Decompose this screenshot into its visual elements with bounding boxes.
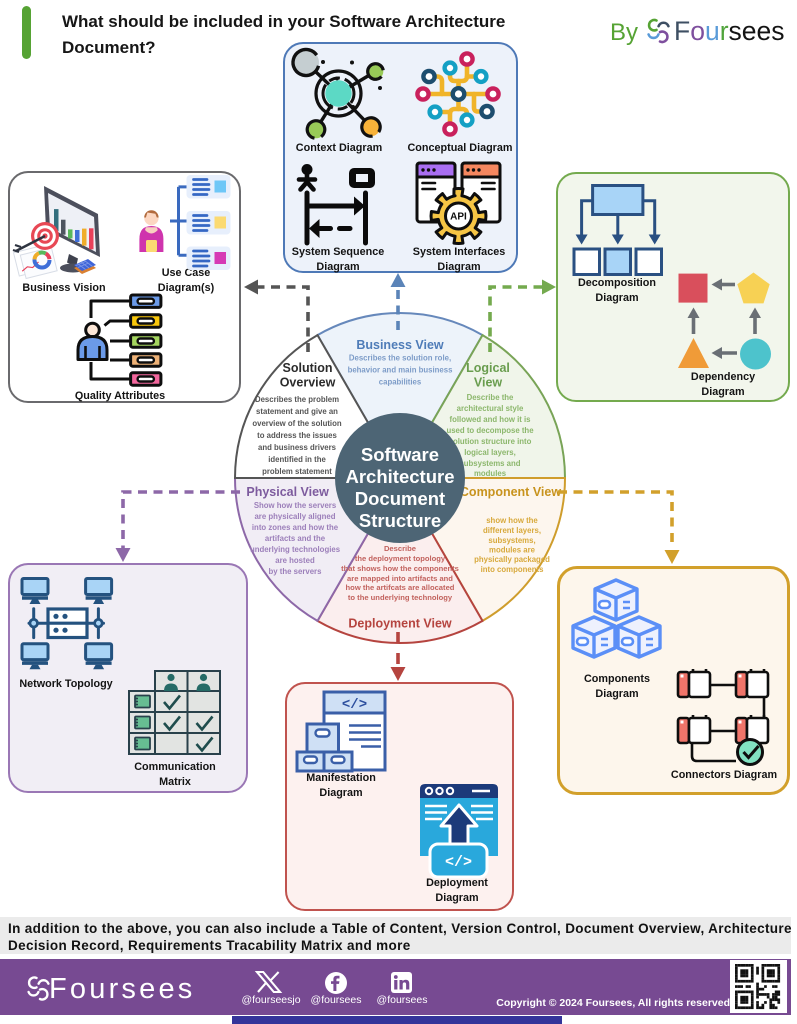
svg-text:subsystems and: subsystems and xyxy=(459,459,520,468)
svg-text:are physically aligned: are physically aligned xyxy=(254,512,335,521)
svg-text:and business drivers: and business drivers xyxy=(258,443,337,452)
svg-text:Solution: Solution xyxy=(283,361,333,375)
svg-text:by the servers: by the servers xyxy=(269,567,323,576)
svg-text:different layers,: different layers, xyxy=(483,526,541,535)
svg-text:</>: </> xyxy=(445,854,472,871)
svg-text:architectural style: architectural style xyxy=(457,404,524,413)
svg-text:problem statement: problem statement xyxy=(262,467,332,476)
svg-text:show how the: show how the xyxy=(486,516,538,525)
svg-text:to the underlying technology: to the underlying technology xyxy=(348,593,453,602)
svg-text:underlying technologies: underlying technologies xyxy=(250,545,341,554)
svg-text:used to decompose the: used to decompose the xyxy=(446,426,534,435)
svg-text:Show how the servers: Show how the servers xyxy=(254,501,337,510)
svg-text:artifacts and the: artifacts and the xyxy=(265,534,326,543)
svg-text:logical layers,: logical layers, xyxy=(464,448,516,457)
svg-text:to address the issues: to address the issues xyxy=(257,431,337,440)
svg-text:identified in the: identified in the xyxy=(268,455,326,464)
svg-text:Component View: Component View xyxy=(460,485,561,499)
svg-text:Describes the solution role,: Describes the solution role, xyxy=(349,354,451,363)
svg-text:that shows how the components: that shows how the components xyxy=(341,564,459,573)
svg-text:Deployment View: Deployment View xyxy=(348,617,452,631)
svg-text:overview of the solution: overview of the solution xyxy=(252,419,341,428)
svg-text:subsystems,: subsystems, xyxy=(488,536,535,545)
svg-text:Document: Document xyxy=(355,488,445,509)
svg-text:solution structure into: solution structure into xyxy=(449,437,532,446)
svg-text:Logical: Logical xyxy=(466,361,510,375)
svg-text:followed and how it is: followed and how it is xyxy=(450,415,532,424)
svg-text:Overview: Overview xyxy=(280,376,336,390)
svg-text:the deployment topology: the deployment topology xyxy=(355,554,446,563)
svg-text:are hosted: are hosted xyxy=(275,556,315,565)
svg-text:Physical View: Physical View xyxy=(246,485,329,499)
svg-text:Describe the: Describe the xyxy=(467,393,514,402)
svg-text:modules: modules xyxy=(474,469,507,478)
svg-text:behavior and main business: behavior and main business xyxy=(348,366,454,375)
svg-text:Software: Software xyxy=(361,444,439,465)
svg-text:modules are: modules are xyxy=(489,546,536,555)
svg-text:API: API xyxy=(450,212,467,223)
svg-text:into zones and how the: into zones and how the xyxy=(252,523,339,532)
svg-text:View: View xyxy=(474,376,503,390)
svg-text:Business View: Business View xyxy=(356,338,444,352)
svg-text:</>: </> xyxy=(342,697,367,713)
svg-text:statement and give an: statement and give an xyxy=(256,407,338,416)
svg-text:capabilities: capabilities xyxy=(379,378,422,387)
svg-text:Architecture: Architecture xyxy=(346,466,455,487)
svg-text:into components: into components xyxy=(481,565,544,574)
svg-text:how the artifcats are allocate: how the artifcats are allocated xyxy=(346,583,455,592)
svg-text:physically packaged: physically packaged xyxy=(474,555,550,564)
svg-text:are mapped into artifacts and: are mapped into artifacts and xyxy=(347,574,453,583)
svg-text:Structure: Structure xyxy=(359,510,441,531)
svg-text:Describes the problem: Describes the problem xyxy=(255,395,339,404)
svg-text:Describe: Describe xyxy=(384,544,416,553)
